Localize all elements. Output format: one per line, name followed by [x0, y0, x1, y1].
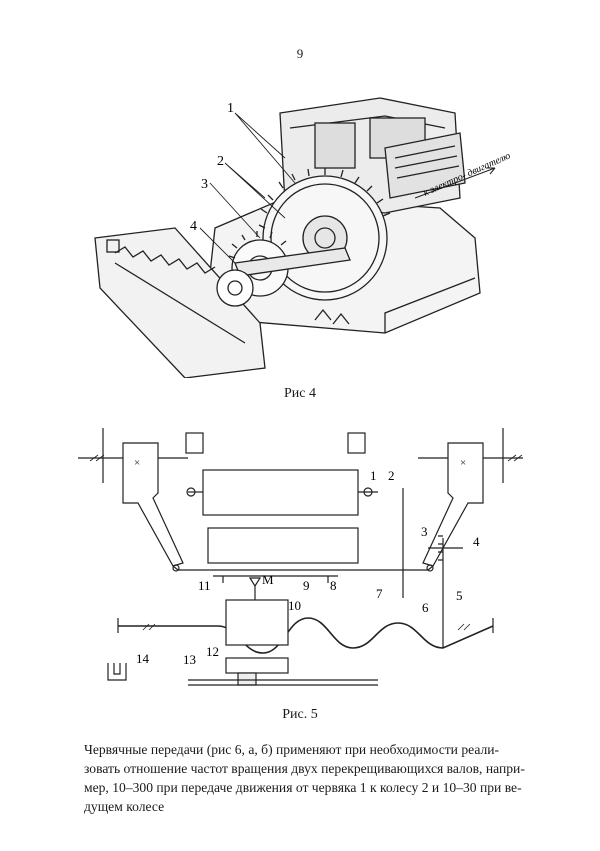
figure-5-svg: × ×: [78, 428, 523, 686]
fig5-label-10: 10: [288, 598, 301, 613]
fig5-label-4: 4: [473, 534, 480, 549]
fig4-label-1: 1: [227, 101, 234, 116]
fig4-label-4: 4: [190, 219, 197, 234]
fig5-label-6: 6: [422, 600, 429, 615]
body-line-1: Червячные передачи (рис 6, а, б) применя…: [84, 742, 500, 757]
fig5-label-12: 12: [206, 644, 219, 659]
body-paragraph: Червячные передачи (рис 6, а, б) применя…: [84, 740, 529, 816]
fig4-label-2: 2: [217, 154, 224, 169]
fig5-label-3: 3: [421, 524, 428, 539]
fig5-motor-label: М: [262, 572, 274, 587]
fig5-label-13: 13: [183, 652, 196, 667]
body-line-2: зовать отношение частот вращения двух пе…: [84, 761, 525, 776]
fig5-label-9: 9: [303, 578, 310, 593]
svg-text:×: ×: [134, 457, 140, 469]
svg-text:×: ×: [460, 457, 466, 469]
page-number: 9: [296, 46, 304, 61]
body-line-4: дущем колесе: [84, 799, 165, 814]
figure-4-drawing: 1 2 3 4 к электро- двигателю: [85, 88, 525, 379]
fig5-label-2: 2: [388, 468, 395, 483]
figure-5-caption: Рис. 5: [282, 707, 318, 722]
figure-5-diagram: × ×: [78, 418, 528, 703]
body-line-3: мер, 10–300 при передаче движения от чер…: [84, 780, 522, 795]
fig5-label-14: 14: [136, 651, 150, 666]
figure-4-caption: Рис 4: [284, 386, 316, 401]
fig5-label-8: 8: [330, 578, 337, 593]
fig5-label-7: 7: [376, 586, 383, 601]
fig5-label-5: 5: [456, 588, 463, 603]
fig4-label-3: 3: [201, 177, 208, 192]
fig5-label-1: 1: [370, 468, 377, 483]
fig5-label-11: 11: [198, 578, 211, 593]
figure-4-svg: 1 2 3 4 к электро- двигателю: [94, 97, 512, 379]
